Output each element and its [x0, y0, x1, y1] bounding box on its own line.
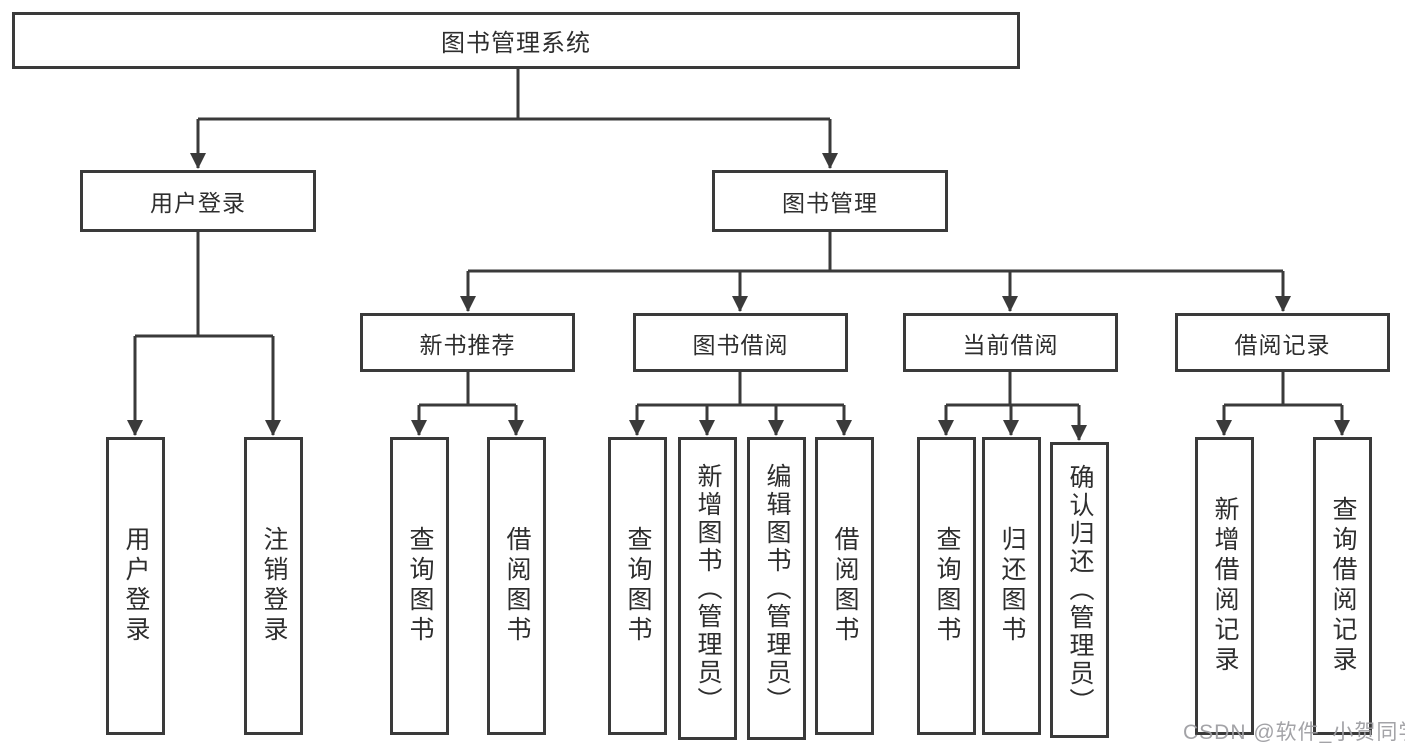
leaf-confirm-return-admin-label: 确认归还（管理员）	[1066, 464, 1094, 716]
node-user-login-label: 用户登录	[150, 190, 246, 216]
leaf-query-borrow-record-label: 查询借阅记录	[1329, 496, 1357, 676]
leaf-user-login: 用户登录	[106, 437, 165, 735]
leaf-query-books-borrow-label: 查询图书	[624, 526, 652, 646]
node-borrow-records-label: 借阅记录	[1234, 331, 1331, 358]
node-current-borrow: 当前借阅	[903, 313, 1118, 372]
connector-current-borrow-split	[946, 372, 1079, 407]
connector-borrow-records-split	[1224, 372, 1342, 407]
node-book-management-label: 图书管理	[782, 190, 878, 216]
leaf-edit-book-admin-label: 编辑图书（管理员）	[763, 462, 791, 715]
node-borrow-records: 借阅记录	[1175, 313, 1390, 372]
connector-book-borrow-split	[637, 372, 844, 407]
leaf-add-book-admin-label: 新增图书（管理员）	[694, 462, 722, 715]
node-root-label: 图书管理系统	[441, 30, 591, 57]
leaf-logout-login-label: 注销登录	[260, 526, 288, 646]
leaf-query-borrow-record: 查询借阅记录	[1313, 437, 1372, 735]
node-current-borrow-label: 当前借阅	[962, 331, 1059, 358]
connector-root-split	[198, 69, 830, 121]
leaf-edit-book-admin: 编辑图书（管理员）	[747, 437, 806, 740]
node-user-login: 用户登录	[80, 170, 316, 232]
leaf-add-book-admin: 新增图书（管理员）	[678, 437, 737, 740]
node-new-book-recommend-label: 新书推荐	[419, 331, 516, 358]
leaf-query-books-current: 查询图书	[917, 437, 976, 735]
node-book-borrow: 图书借阅	[633, 313, 848, 372]
leaf-query-books-borrow: 查询图书	[608, 437, 667, 735]
leaf-user-login-label: 用户登录	[122, 526, 150, 646]
leaf-borrow-books-recommend-label: 借阅图书	[503, 526, 531, 646]
leaf-query-books-recommend-label: 查询图书	[406, 526, 434, 646]
node-book-management: 图书管理	[712, 170, 948, 232]
node-root-library-system: 图书管理系统	[12, 12, 1020, 69]
leaf-borrow-books-recommend: 借阅图书	[487, 437, 546, 735]
node-new-book-recommend: 新书推荐	[360, 313, 575, 372]
leaf-add-borrow-record: 新增借阅记录	[1195, 437, 1254, 735]
leaf-return-books: 归还图书	[982, 437, 1041, 735]
watermark: CSDN @软件_小贺同学	[1183, 721, 1405, 744]
leaf-query-books-current-label: 查询图书	[933, 526, 961, 646]
connector-user-login-split	[135, 232, 273, 338]
leaf-add-borrow-record-label: 新增借阅记录	[1211, 496, 1239, 676]
leaf-borrow-books-borrow: 借阅图书	[815, 437, 874, 735]
leaf-borrow-books-borrow-label: 借阅图书	[831, 526, 859, 646]
node-book-borrow-label: 图书借阅	[692, 331, 789, 358]
leaf-logout-login: 注销登录	[244, 437, 303, 735]
leaf-confirm-return-admin: 确认归还（管理员）	[1050, 442, 1109, 738]
leaf-return-books-label: 归还图书	[998, 526, 1026, 646]
connector-new-book-split	[419, 372, 516, 407]
connector-book-management-split	[468, 232, 1283, 273]
leaf-query-books-recommend: 查询图书	[390, 437, 449, 735]
